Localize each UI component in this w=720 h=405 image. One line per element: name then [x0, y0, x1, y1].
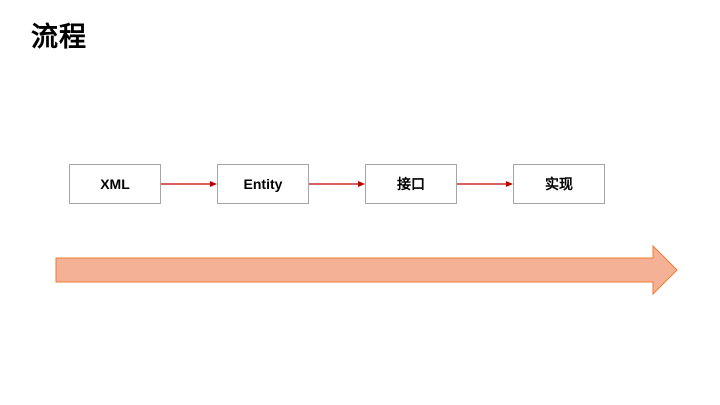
- slide-title: 流程: [31, 22, 87, 53]
- connector-arrow-3: [457, 181, 513, 187]
- flow-step-interface: 接口: [365, 164, 457, 204]
- flow-step-implementation: 实现: [513, 164, 605, 204]
- connector-arrow-2: [309, 181, 365, 187]
- connector-arrow-1: [161, 181, 217, 187]
- timeline-arrow: [55, 245, 678, 295]
- flow-step-xml: XML: [69, 164, 161, 204]
- flow-step-entity: Entity: [217, 164, 309, 204]
